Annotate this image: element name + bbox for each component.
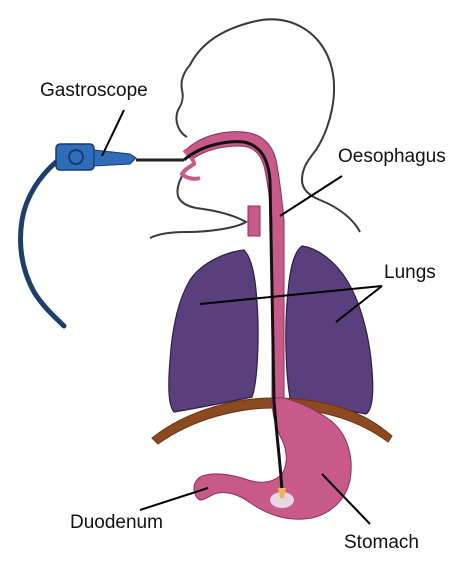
duodenum-leader (139, 487, 209, 511)
face-outline (149, 169, 248, 239)
lungs-leader-right (335, 285, 383, 323)
left-lung (168, 249, 259, 413)
label-stomach: Stomach (344, 532, 419, 553)
lungs-leader-left (199, 285, 383, 305)
label-gastroscope: Gastroscope (40, 80, 148, 101)
gastroscope-tube-inside (183, 140, 284, 491)
head-outline (175, 18, 361, 233)
gastroscope-tip (278, 488, 286, 498)
oesophagus-leader (279, 175, 343, 217)
label-duodenum: Duodenum (70, 512, 163, 533)
gastroscope-leader (101, 109, 125, 157)
stomach-highlight (270, 492, 294, 508)
lips (179, 148, 201, 181)
gastroscope-head (55, 143, 95, 171)
label-oesophagus: Oesophagus (338, 146, 446, 167)
gastroscope-cable (18, 159, 67, 329)
label-lungs: Lungs (384, 262, 436, 283)
gastroscope-lens (68, 149, 84, 165)
windpipe (247, 205, 261, 237)
diaphragm (151, 397, 393, 445)
right-lung (285, 245, 374, 415)
stomach-leader (321, 473, 371, 525)
gastroscope-body (93, 149, 137, 167)
